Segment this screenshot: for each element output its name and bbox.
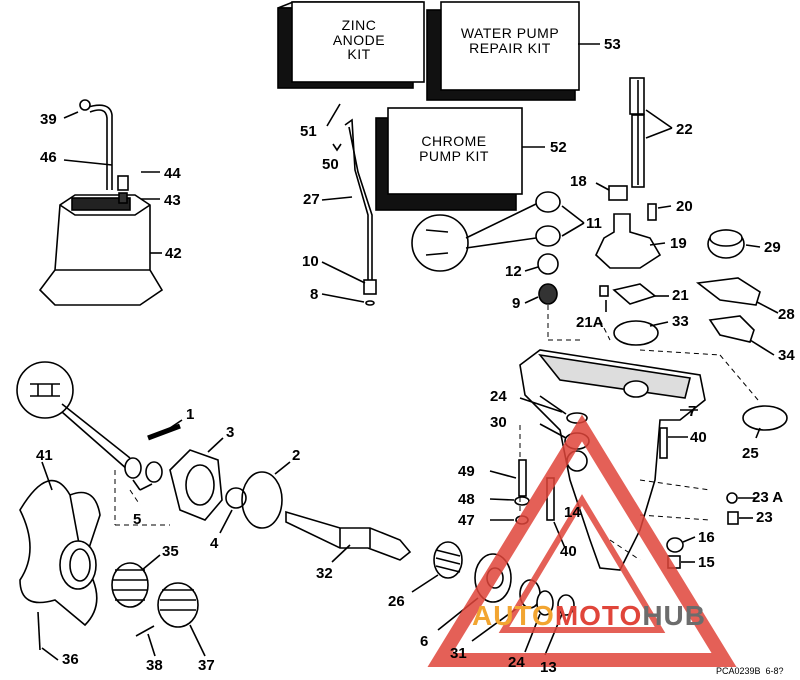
- callout-15: 15: [698, 554, 715, 571]
- water-pump-kit-box: [426, 1, 580, 101]
- callout-29: 29: [764, 239, 781, 256]
- part-35-washer: [111, 562, 149, 608]
- part-37-nut: [157, 582, 199, 628]
- callout-4: 4: [210, 535, 219, 552]
- callout-21A: 21A: [576, 314, 604, 331]
- callout-21: 21: [672, 287, 689, 304]
- part-7-gearcase: [519, 349, 706, 571]
- callout-30: 30: [490, 414, 507, 431]
- callout-44: 44: [164, 165, 181, 182]
- callout-1: 1: [186, 406, 195, 423]
- callout-18: 18: [570, 173, 587, 190]
- callout-22: 22: [676, 121, 693, 138]
- callout-11: 11: [586, 215, 602, 232]
- callout-12: 12: [505, 263, 522, 280]
- callout-13: 13: [540, 659, 557, 676]
- watermark-text: AUTOMOTOHUB: [472, 600, 706, 631]
- callout-26: 26: [388, 593, 405, 610]
- part-22-driveshaft: [629, 77, 645, 188]
- callout-34: 34: [778, 347, 795, 364]
- callout-27: 27: [303, 191, 320, 208]
- callout-40a: 40: [690, 429, 707, 446]
- figure-code: PCA0239B 6-8?: [716, 666, 784, 676]
- callout-5: 5: [133, 511, 142, 528]
- callout-33: 33: [672, 313, 689, 330]
- callout-48: 48: [458, 491, 475, 508]
- callout-38: 38: [146, 657, 163, 674]
- callout-23: 23: [756, 509, 773, 526]
- callout-40b: 40: [560, 543, 577, 560]
- callout-47: 47: [458, 512, 475, 529]
- callout-36: 36: [62, 651, 79, 668]
- zinc-anode-kit-label: ZINC ANODE KIT: [332, 17, 386, 63]
- callout-6: 6: [420, 633, 429, 650]
- callout-50: 50: [322, 156, 339, 173]
- callout-52: 52: [550, 139, 567, 156]
- callout-24b: 24: [508, 654, 525, 671]
- chrome-pump-kit-box: [375, 107, 523, 211]
- water-pump-kit-label: WATER PUMP REPAIR KIT: [460, 25, 560, 56]
- zinc-anode-kit-box: [277, 1, 425, 89]
- part-41-propeller: [19, 479, 101, 627]
- callout-24a: 24: [490, 388, 507, 405]
- callout-25: 25: [742, 445, 759, 462]
- callout-14: 14: [564, 504, 581, 521]
- callout-51: 51: [300, 123, 317, 140]
- callout-35: 35: [162, 543, 179, 560]
- watermark-logo: [427, 414, 737, 667]
- callout-42: 42: [165, 245, 182, 262]
- callout-3: 3: [226, 424, 235, 441]
- callout-2: 2: [292, 447, 301, 464]
- callout-37: 37: [198, 657, 215, 674]
- callout-49: 49: [458, 463, 475, 480]
- callout-8: 8: [310, 286, 319, 303]
- callout-39: 39: [40, 111, 57, 128]
- callout-20: 20: [676, 198, 693, 215]
- callout-19: 19: [670, 235, 687, 252]
- chrome-pump-kit-label: CHROME PUMP KIT: [419, 133, 489, 164]
- callout-7: 7: [688, 403, 697, 420]
- callout-41: 41: [36, 447, 53, 464]
- callout-9: 9: [512, 295, 521, 312]
- part-42-housing: [38, 194, 164, 306]
- callout-28: 28: [778, 306, 795, 323]
- callout-32: 32: [316, 565, 333, 582]
- callout-31: 31: [450, 645, 467, 662]
- callout-10: 10: [302, 253, 319, 270]
- callout-46: 46: [40, 149, 57, 166]
- callout-53: 53: [604, 36, 621, 53]
- callout-43: 43: [164, 192, 181, 209]
- callout-23A: 23 A: [752, 489, 784, 506]
- callout-16: 16: [698, 529, 715, 546]
